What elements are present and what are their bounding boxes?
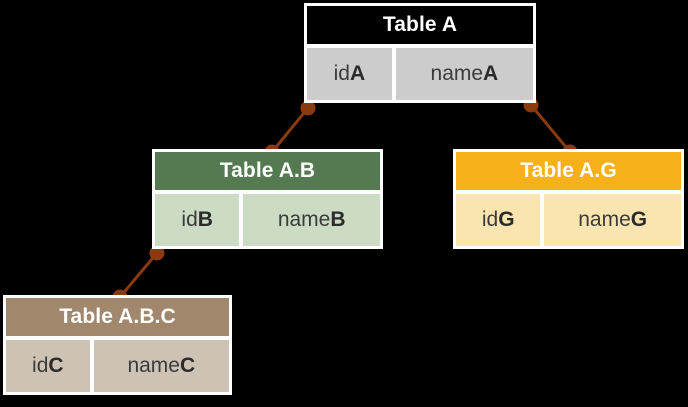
column-label-suffix: C (179, 354, 196, 377)
connector-endpoint-dot (300, 100, 316, 116)
table-column-id[interactable]: idG (456, 194, 541, 246)
column-label-prefix: id (32, 354, 49, 377)
column-label-prefix: id (481, 208, 499, 231)
table-column-name[interactable]: nameC (93, 340, 229, 392)
column-label-prefix: name (430, 62, 484, 85)
column-label-suffix: G (630, 208, 648, 231)
column-label-prefix: name (578, 208, 631, 231)
table-column-name[interactable]: nameG (544, 194, 681, 246)
table-card-table-a-b[interactable]: Table A.B idB nameB (152, 149, 383, 249)
table-columns-row: idC nameC (6, 340, 229, 392)
table-title: Table A.G (456, 152, 681, 190)
table-column-name[interactable]: nameA (395, 48, 533, 100)
column-label-suffix: A (349, 62, 366, 85)
table-title: Table A.B.C (6, 298, 229, 336)
table-column-id[interactable]: idA (307, 48, 392, 100)
column-label-suffix: C (48, 354, 64, 377)
table-column-id[interactable]: idB (155, 194, 240, 246)
column-label-prefix: id (181, 208, 198, 231)
table-card-table-a-b-c[interactable]: Table A.B.C idC nameC (3, 295, 232, 395)
table-columns-row: idG nameG (456, 194, 681, 246)
column-label-suffix: G (498, 208, 515, 231)
table-columns-row: idA nameA (307, 48, 533, 100)
table-columns-row: idB nameB (155, 194, 380, 246)
column-label-suffix: B (197, 208, 213, 231)
connector-endpoint-dot (149, 245, 165, 261)
table-column-id[interactable]: idC (6, 340, 90, 392)
table-card-table-a-g[interactable]: Table A.G idG nameG (453, 149, 684, 249)
column-label-prefix: id (333, 62, 350, 85)
column-label-prefix: name (127, 354, 180, 377)
table-card-table-a[interactable]: Table A idA nameA (304, 3, 536, 103)
column-label-prefix: name (277, 208, 331, 231)
connector-line (118, 251, 159, 299)
column-label-suffix: A (483, 62, 499, 85)
table-column-name[interactable]: nameB (243, 194, 380, 246)
table-title: Table A (307, 6, 533, 44)
connector-line (529, 103, 572, 154)
connector-line (270, 106, 310, 154)
table-title: Table A.B (155, 152, 380, 190)
column-label-suffix: B (330, 208, 346, 231)
